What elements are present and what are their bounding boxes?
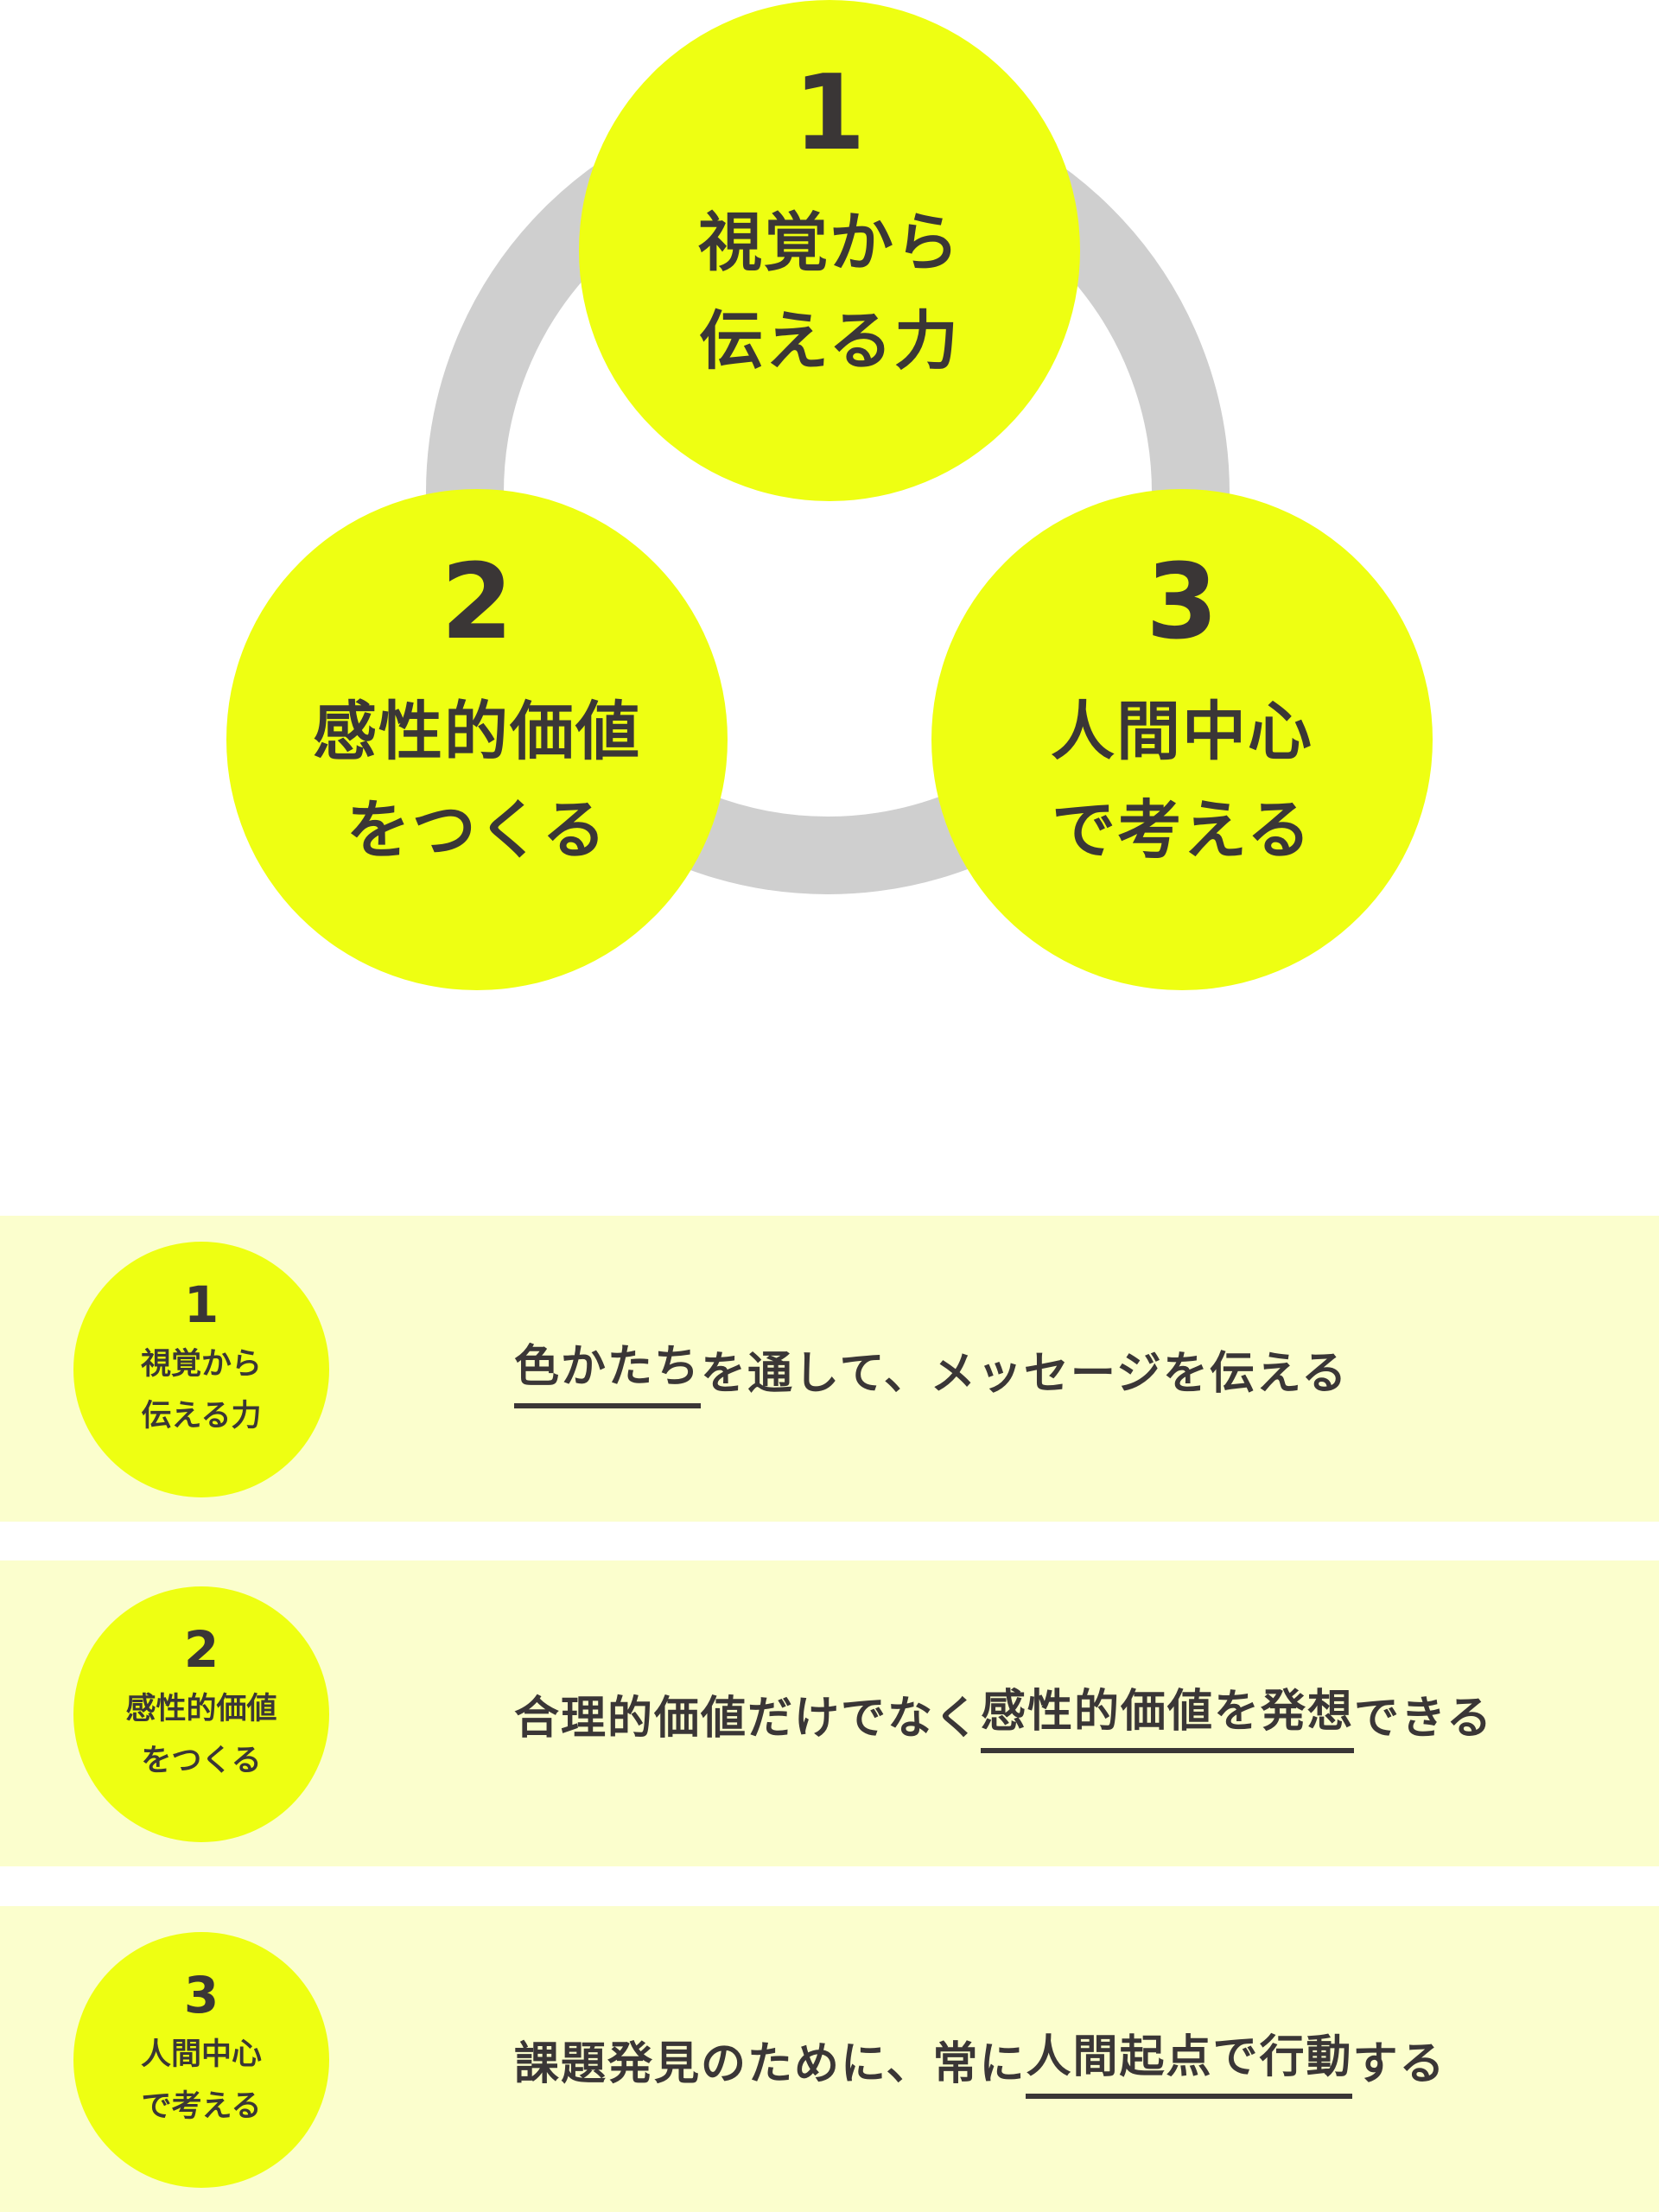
diagram-circle-2: 2 感性的価値 をつくる: [226, 489, 728, 990]
row-description: 色かたちを通して、メッセージを伝える: [514, 1216, 1348, 1522]
row-circle-label: 感性的価値 をつくる: [125, 1683, 276, 1787]
row-circle-label-line1: 人間中心: [140, 2037, 262, 2072]
row-circle-label: 視覚から 伝える力: [141, 1338, 262, 1442]
row-description: 合理的価値だけでなく感性的価値を発想できる: [514, 1560, 1493, 1866]
row-circle: 3 人間中心 で考える: [73, 1932, 329, 2188]
description-row-2: 2 感性的価値 をつくる 合理的価値だけでなく感性的価値を発想できる: [0, 1560, 1659, 1866]
row-circle-number: 1: [183, 1275, 219, 1334]
circle-number: 3: [1146, 543, 1218, 663]
circle-label-line1: 感性的価値: [313, 695, 641, 769]
row-circle-label-line1: 視覚から: [140, 1347, 262, 1382]
desc-text-before: 課題発見のために、常に: [514, 2037, 1027, 2090]
row-circle-label-line1: 感性的価値: [125, 1692, 277, 1726]
desc-text-before: 合理的価値だけでなく: [514, 1692, 982, 1745]
circle-label-line2: をつくる: [346, 793, 608, 868]
circle-label: 視覚から 伝える力: [698, 194, 961, 391]
circle-label-line1: 視覚から: [698, 206, 961, 280]
desc-text-underlined: 色かたち: [514, 1330, 702, 1408]
row-circle-label-line2: をつくる: [141, 1744, 262, 1778]
three-circle-diagram: 1 視覚から 伝える力 2 感性的価値 をつくる 3 人間中心 で考える: [0, 0, 1659, 1020]
row-circle-number: 2: [183, 1620, 219, 1679]
desc-text-underlined: 人間起点で行動: [1026, 2020, 1353, 2099]
diagram-circle-3: 3 人間中心 で考える: [931, 489, 1433, 990]
circle-label-line2: で考える: [1052, 793, 1313, 868]
circle-label: 感性的価値 をつくる: [313, 683, 641, 880]
circle-label-line1: 人間中心: [1051, 695, 1313, 769]
row-circle: 1 視覚から 伝える力: [73, 1242, 329, 1497]
row-circle-number: 3: [183, 1966, 219, 2024]
circle-number: 1: [793, 54, 866, 174]
desc-text-underlined: 感性的価値を発想: [981, 1675, 1355, 1753]
description-row-1: 1 視覚から 伝える力 色かたちを通して、メッセージを伝える: [0, 1216, 1659, 1522]
diagram-circle-1: 1 視覚から 伝える力: [579, 0, 1080, 501]
circle-label-line2: 伝える力: [699, 304, 960, 378]
desc-text-after: する: [1352, 2037, 1446, 2090]
circle-number: 2: [441, 543, 513, 663]
row-description: 課題発見のために、常に人間起点で行動する: [514, 1906, 1446, 2212]
circle-label: 人間中心 で考える: [1051, 683, 1313, 880]
desc-text-after: できる: [1354, 1692, 1493, 1745]
row-circle-label-line2: 伝える力: [141, 1399, 262, 1433]
row-circle-label: 人間中心 で考える: [141, 2029, 262, 2133]
description-row-3: 3 人間中心 で考える 課題発見のために、常に人間起点で行動する: [0, 1906, 1659, 2212]
desc-text-after: を通して、メッセージを伝える: [701, 1347, 1349, 1400]
row-circle-label-line2: で考える: [141, 2089, 262, 2124]
row-circle: 2 感性的価値 をつくる: [73, 1586, 329, 1842]
